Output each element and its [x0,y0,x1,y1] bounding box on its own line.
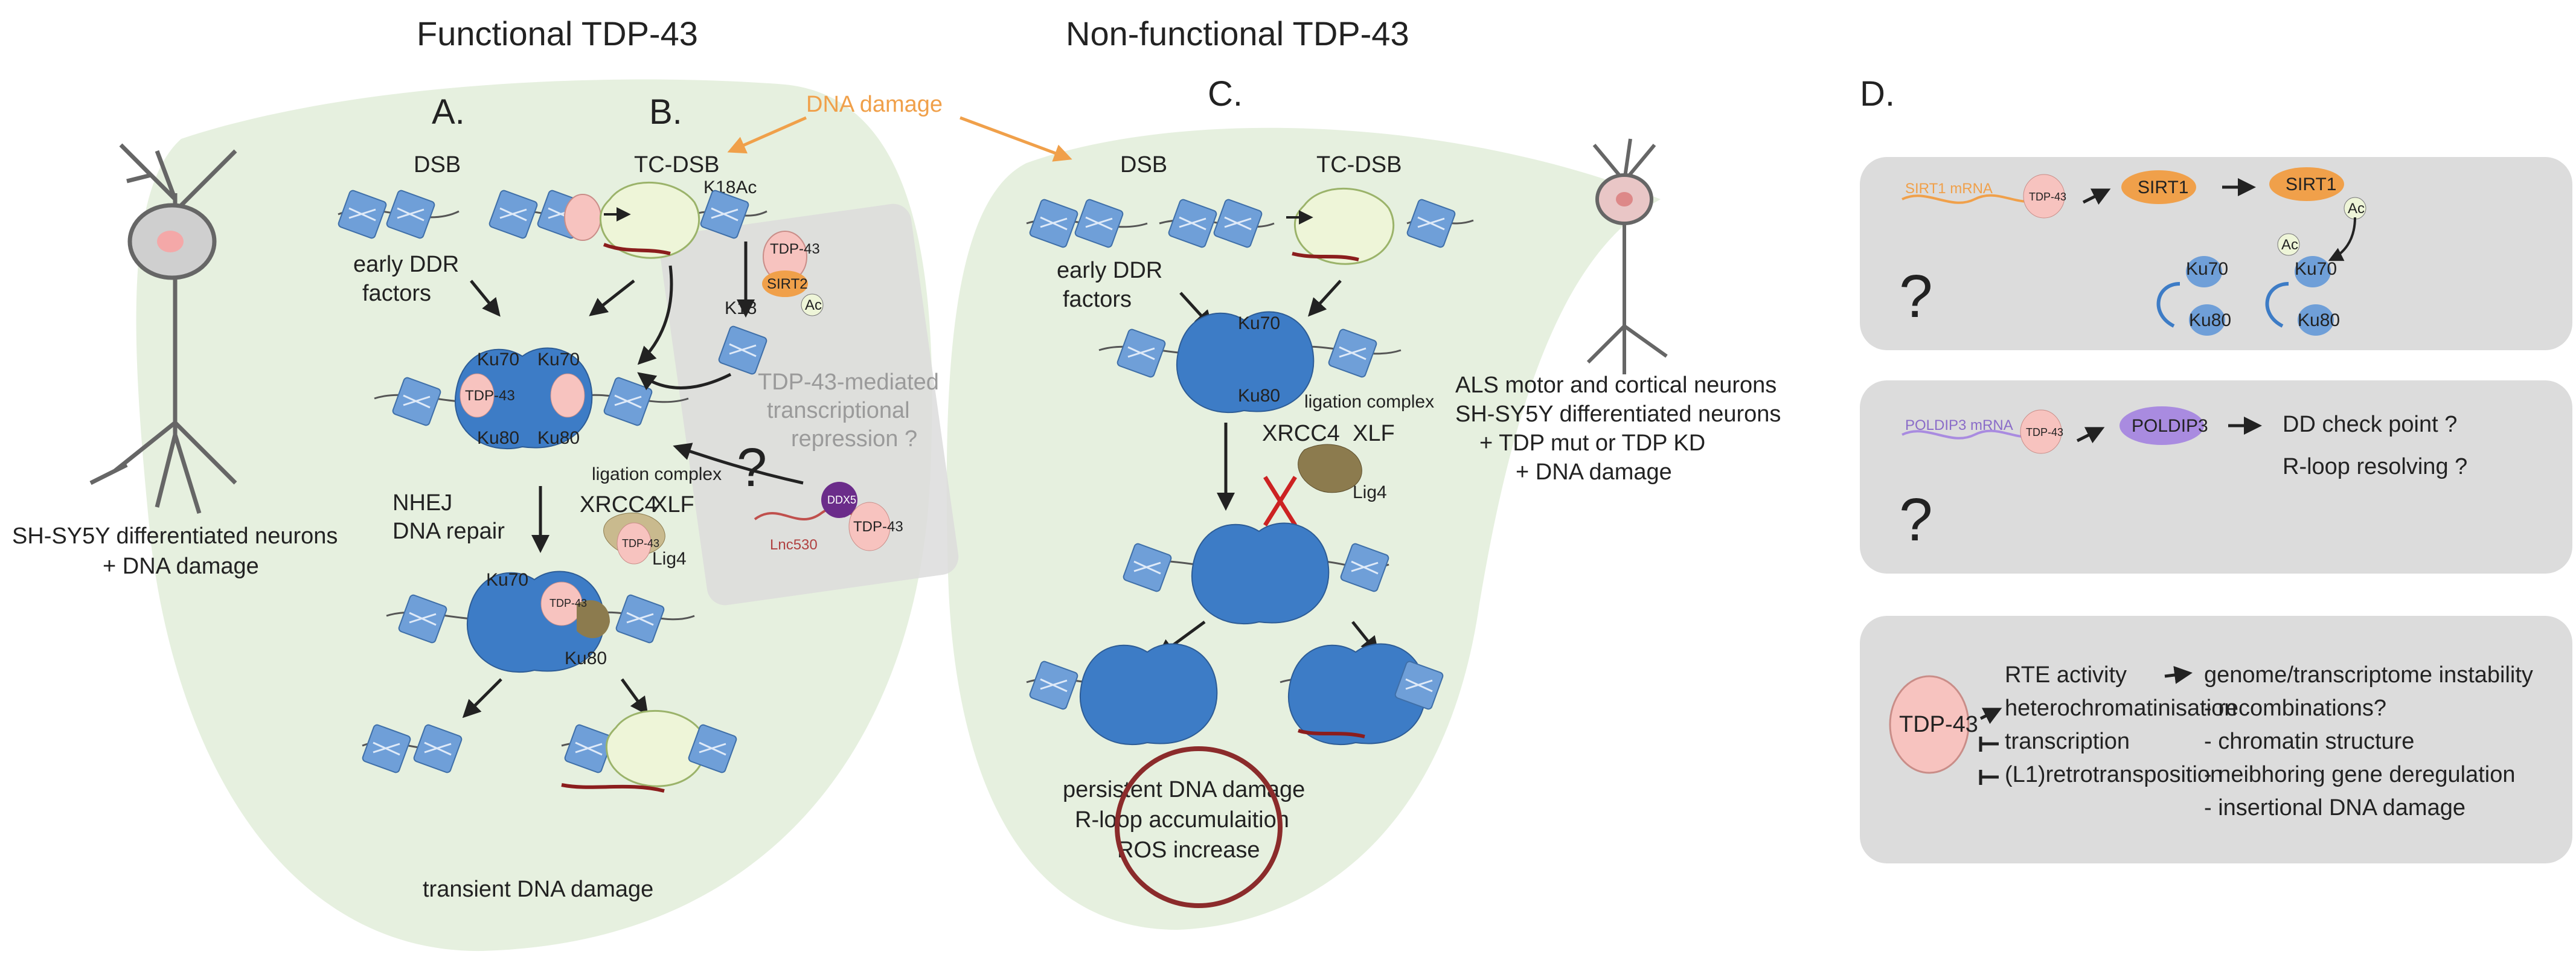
lig4-label: Lig4 [652,549,687,569]
right-neuron-caption-3: + TDP mut or TDP KD [1479,430,1705,456]
nhej-2: DNA repair [392,519,505,544]
lnc530-label: Lnc530 [770,537,818,553]
ac-box1-a: Ac [2281,237,2298,253]
dna-damage-arrow-left [727,116,807,154]
question-box2: ? [1899,486,1933,554]
panel-d: SIRT1 mRNA TDP-43 SIRT1 SIRT1 Ac Ac Ku70… [1860,157,2572,863]
ku80-box1-b: Ku80 [2298,310,2340,330]
ku80-b: Ku80 [537,428,580,448]
nf-dsb-label: DSB [1120,152,1167,178]
tdp43-box1: TDP-43 [2029,191,2066,203]
left-neuron-caption-2: + DNA damage [103,554,259,579]
outcome-title: genome/transcriptome instability [2204,662,2533,688]
nhej-1: NHEJ [392,490,452,516]
tdp43-lnc: TDP-43 [853,519,903,535]
ku80-c: Ku80 [565,648,607,668]
red-circle [1115,746,1283,908]
outcome-2: R-loop accumulaition [1075,807,1289,833]
nf-ku80: Ku80 [1238,386,1280,406]
nonfunctional-panel: DSB TC-DSB early DDR factors Ku70 Ku80 l… [1026,152,1474,908]
ddx5-label: DDX5 [827,494,856,506]
question-box1: ? [1899,263,1933,330]
outcome-d-0: - recombinations? [2204,696,2386,721]
outcome-d-2: - neibhoring gene deregulation [2204,762,2516,787]
panel-letter-b: B. [649,92,682,132]
ku70-c: Ku70 [486,570,528,590]
tdp43-ku2: TDP-43 [549,597,587,609]
repression-3: repression ? [791,426,917,452]
poldip3-mrna-label: POLDIP3 mRNA [1905,417,2013,434]
dna-damage-label: DNA damage [806,92,943,117]
outcome-d-3: - insertional DNA damage [2204,795,2465,821]
tdp43-lig: TDP-43 [622,537,659,549]
sirt2-label: SIRT2 [767,276,808,292]
early-ddr-2: factors [362,281,431,306]
tc-dsb-label: TC-DSB [634,152,719,178]
nf-xlf-label: XLF [1353,421,1395,446]
ku70-b: Ku70 [537,350,580,370]
panel-letter-a: A. [432,92,465,132]
tdp43-box3: TDP-43 [1899,712,1978,737]
poldip3-label: POLDIP3 [2132,416,2208,436]
effect-3: (L1)retrotransposition [2005,762,2223,787]
nf-early-ddr-1: early DDR [1057,258,1162,283]
functional-panel: DSB TC-DSB K18 Ac early DDR factors TDP-4… [336,152,939,902]
tdp43-label-sirt2: TDP-43 [770,241,820,257]
nf-xrcc4-label: XRCC4 [1262,421,1340,446]
ku70-box1-a: Ku70 [2186,259,2228,279]
ku70-a: Ku70 [477,350,519,370]
panel-d-box-3 [1860,616,2572,863]
left-neuron-icon [89,143,237,514]
nf-lig4-label: Lig4 [1353,482,1387,502]
dna-damage-arrow-right [960,116,1072,162]
sirt1-b: SIRT1 [2286,174,2336,194]
right-neuron-icon [1586,138,1668,374]
nf-early-ddr-2: factors [1063,287,1132,312]
functional-header: Functional TDP-43 [417,14,698,53]
right-neuron-caption-1: ALS motor and cortical neurons [1455,373,1777,398]
xlf-label: XLF [652,492,694,517]
ku70-box1-b: Ku70 [2295,259,2337,279]
transient-damage-label: transient DNA damage [423,877,653,902]
repression-grey-box [659,203,959,606]
ac-label: Ac [805,297,822,313]
early-ddr-1: early DDR [353,252,459,277]
effect-2: transcription [2005,729,2130,754]
repression-1: TDP-43-mediated [758,370,939,395]
dd-checkpoint: DD check point ? [2283,412,2457,437]
ac-box1-b: Ac [2348,200,2365,217]
nf-ku70: Ku70 [1238,313,1280,333]
red-cross-2 [1263,476,1297,526]
dsb-label: DSB [414,152,461,178]
k18-label: K18 [725,298,757,318]
right-neuron-caption-2: SH-SY5Y differentiated neurons [1455,402,1781,427]
sirt1-a: SIRT1 [2138,178,2188,197]
panel-letter-c: C. [1208,74,1243,114]
outcome-d-1: - chromatin structure [2204,729,2414,754]
panel-letter-d: D. [1860,74,1895,114]
sirt1-mrna-label: SIRT1 mRNA [1905,181,1993,197]
tdp43-box2: TDP-43 [2026,426,2063,438]
tdp43-circle [564,194,601,241]
effect-1: heterochromatinisation [2005,696,2237,721]
nonfunctional-header: Non-functional TDP-43 [1066,14,1409,53]
tdp43-ku: TDP-43 [465,388,515,404]
nf-ligation-label: ligation complex [1304,392,1434,412]
effect-0: RTE activity [2005,662,2127,688]
r-loop-resolving: R-loop resolving ? [2283,454,2467,479]
ku80-a: Ku80 [477,428,519,448]
left-neuron-caption-1: SH-SY5Y differentiated neurons [12,523,338,549]
xrcc4-label: XRCC4 [580,492,658,517]
ku80-box1-a: Ku80 [2189,310,2231,330]
ligation-label: ligation complex [592,464,722,484]
outcome-3: ROS increase [1117,837,1260,863]
repression-2: transcriptional [767,398,910,423]
right-neuron-caption-4: + DNA damage [1516,459,1672,485]
nf-tc-dsb-label: TC-DSB [1316,152,1402,178]
